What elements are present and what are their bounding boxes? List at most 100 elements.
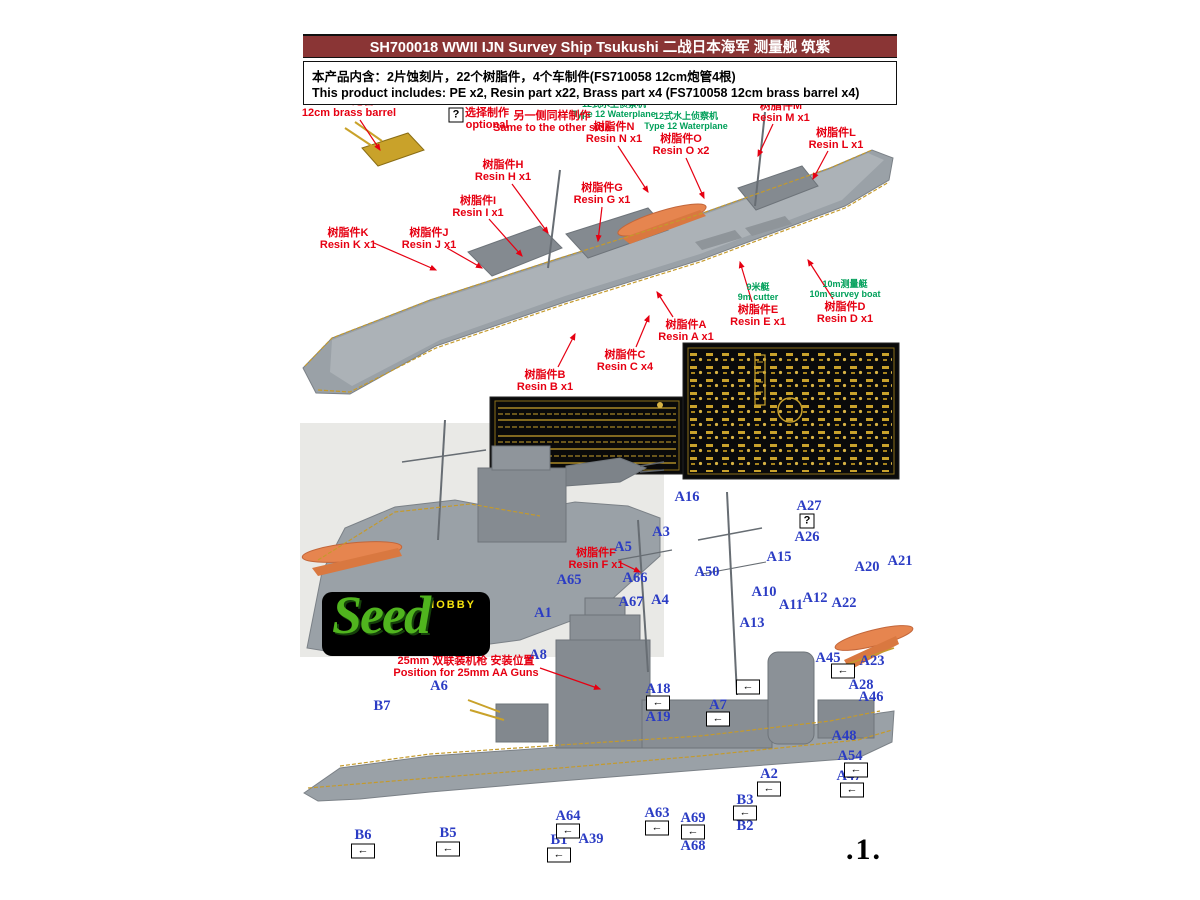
pe-arrow-marker: ← <box>733 805 757 821</box>
assembly-position-label-a3: A3 <box>652 523 670 540</box>
assembly-position-label-a48: A48 <box>831 727 857 744</box>
top-ship-photo <box>302 111 894 395</box>
title-bar: SH700018 WWII IJN Survey Ship Tsukushi 二… <box>303 34 897 58</box>
assembly-position-label-a22: A22 <box>831 594 857 611</box>
assembly-position-label-a18: A18 <box>645 680 671 697</box>
pe-arrow-marker: ← <box>351 843 375 859</box>
assembly-position-label-a6: A6 <box>430 677 448 694</box>
assembly-position-label-a12: A12 <box>802 589 828 606</box>
red-leader-line <box>539 667 602 690</box>
pe-arrow-marker: ← <box>706 711 730 727</box>
assembly-position-label-a5: A5 <box>614 538 632 555</box>
assembly-position-label-a65: A65 <box>556 571 582 588</box>
pe-arrow-marker: ← <box>645 820 669 836</box>
red-leader-line <box>656 290 674 318</box>
assembly-position-label-a63: A63 <box>644 804 670 821</box>
red-leader-line <box>618 561 642 573</box>
red-leader-line <box>595 206 603 243</box>
assembly-position-label-a45: A45 <box>815 649 841 666</box>
assembly-position-label-a26: A26 <box>794 528 820 545</box>
assembly-position-label-a66: A66 <box>622 569 648 586</box>
assembly-position-label-b6: B6 <box>354 826 372 843</box>
assembly-position-label-a28: A28 <box>848 676 874 693</box>
assembly-position-label-a27: A27 <box>796 497 822 514</box>
pe-arrow-marker: ← <box>547 847 571 863</box>
red-leader-line <box>488 218 523 257</box>
assembly-position-label-a50: A50 <box>694 563 720 580</box>
assembly-position-label-b2: B2 <box>736 817 754 834</box>
assembly-position-label-b5: B5 <box>439 824 457 841</box>
red-leader-line <box>373 242 438 271</box>
assembly-position-label-a20: A20 <box>854 558 880 575</box>
assembly-position-label-a69: A69 <box>680 809 706 826</box>
assembly-position-label-a21: A21 <box>887 552 913 569</box>
red-leader-line <box>359 119 381 151</box>
product-includes-box: 本产品内含：2片蚀刻片，22个树脂件，4个车制件(FS710058 12cm炮管… <box>303 61 897 105</box>
pe-arrow-marker: ← <box>757 781 781 797</box>
includes-line-cn: 本产品内含：2片蚀刻片，22个树脂件，4个车制件(FS710058 12cm炮管… <box>312 70 736 84</box>
pe-arrow-marker: ← <box>844 762 868 778</box>
pe-arrow-marker: ← <box>681 824 705 840</box>
red-leader-line <box>738 260 753 303</box>
pe-arrow-marker: ← <box>556 823 580 839</box>
assembly-position-label-b7: B7 <box>373 697 391 714</box>
red-leader-line <box>757 123 774 158</box>
assembly-position-label-a7: A7 <box>709 696 727 713</box>
assembly-position-label-b3: B3 <box>736 791 754 808</box>
assembly-position-label-a64: A64 <box>555 807 581 824</box>
pe-fret-large <box>682 342 900 480</box>
assembly-position-label-a8: A8 <box>529 646 547 663</box>
logo-hobby-text: HOBBY <box>426 599 476 611</box>
seed-hobby-logo: HOBBY Seed <box>322 592 490 656</box>
includes-line-en: This product includes: PE x2, Resin part… <box>312 86 860 100</box>
red-leader-line <box>511 183 549 234</box>
optional-question-marker: ? <box>799 513 815 529</box>
assembly-position-label-a19: A19 <box>645 708 671 725</box>
assembly-position-label-a39: A39 <box>578 830 604 847</box>
assembly-position-label-a2: A2 <box>760 765 778 782</box>
assembly-position-label-a13: A13 <box>739 614 765 631</box>
pe-arrow-marker: ← <box>436 841 460 857</box>
assembly-position-label-a4: A4 <box>651 591 669 608</box>
assembly-position-label-a1: A1 <box>534 604 552 621</box>
page-number: .1. <box>846 833 882 866</box>
assembly-position-label-a16: A16 <box>674 488 700 505</box>
assembly-position-label-a46: A46 <box>858 688 884 705</box>
assembly-position-label-a67: A67 <box>618 593 644 610</box>
assembly-position-label-a23: A23 <box>859 652 885 669</box>
red-leader-line <box>446 247 484 269</box>
pe-arrow-marker: ← <box>736 679 760 695</box>
assembly-position-label-a68: A68 <box>680 837 706 854</box>
assembly-position-label-a15: A15 <box>766 548 792 565</box>
pe-arrow-marker: ← <box>831 663 855 679</box>
assembly-position-label-a54: A54 <box>837 747 863 764</box>
pe-arrow-marker: ← <box>840 782 864 798</box>
logo-seed-text: Seed <box>332 592 431 645</box>
kit-title: SH700018 WWII IJN Survey Ship Tsukushi 二… <box>369 40 831 56</box>
red-leader-line <box>685 157 705 200</box>
red-leader-line <box>812 150 829 181</box>
red-leader-line <box>557 332 576 368</box>
